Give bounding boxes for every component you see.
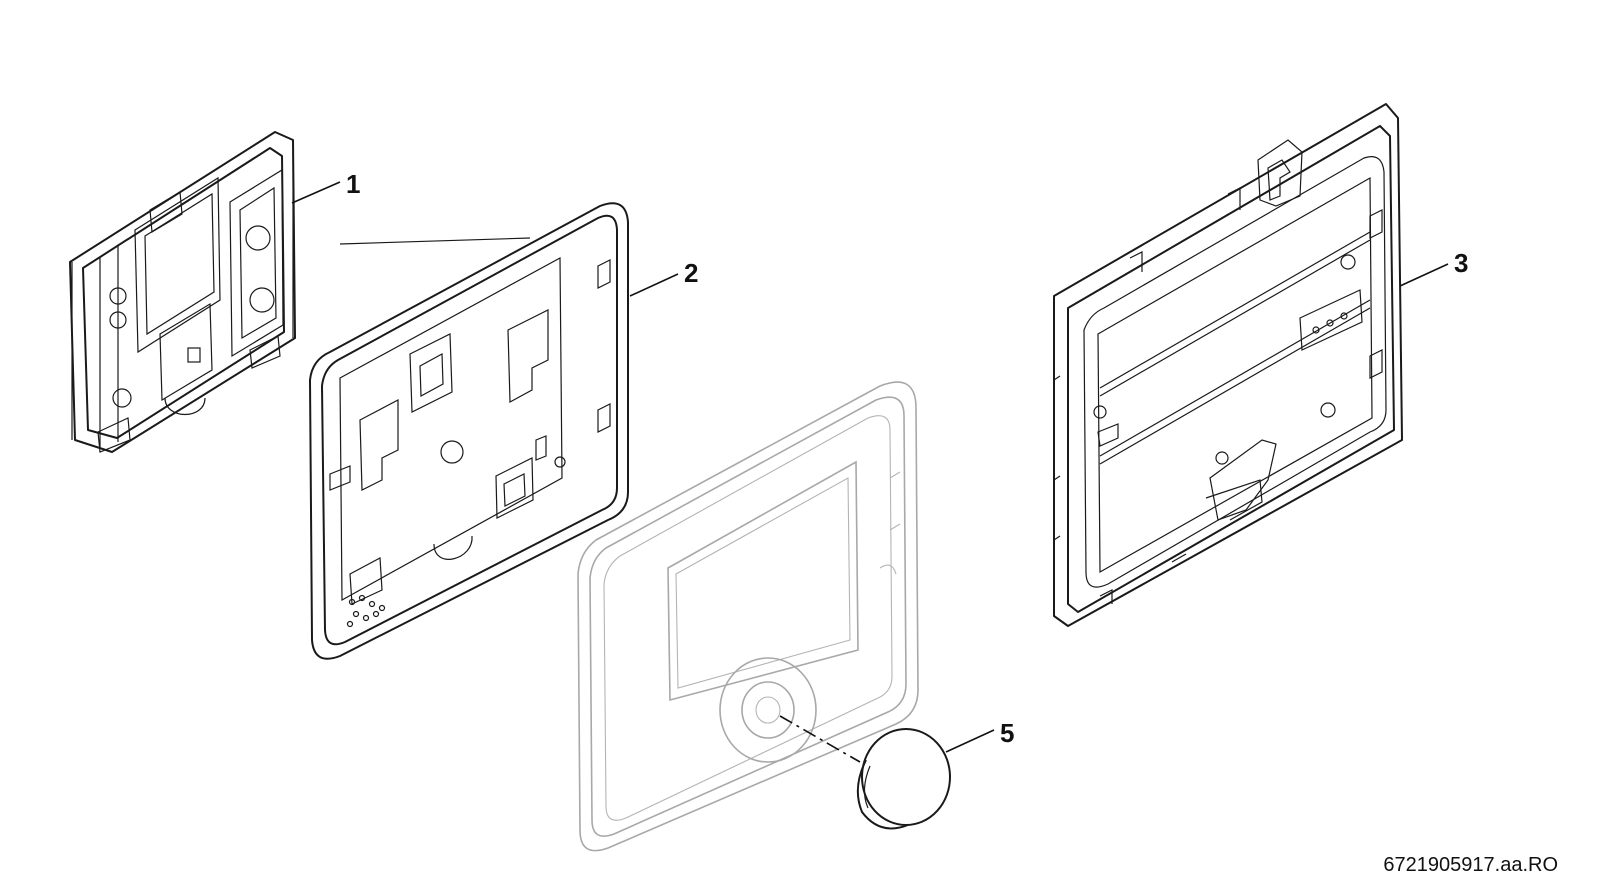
- callout-3: 3: [1454, 248, 1468, 278]
- document-id: 6721905917.aa.RO: [1383, 854, 1558, 876]
- front-panel-ghost: [577, 381, 919, 852]
- part-1-mounting-base: [69, 131, 296, 453]
- part-5-knob-cap: [856, 728, 951, 830]
- part-2-rear-housing: [309, 202, 629, 660]
- callout-1: 1: [346, 169, 360, 199]
- part-3-rear-frame: [1053, 103, 1403, 627]
- callout-2: 2: [684, 258, 698, 288]
- callout-5: 5: [1000, 718, 1014, 748]
